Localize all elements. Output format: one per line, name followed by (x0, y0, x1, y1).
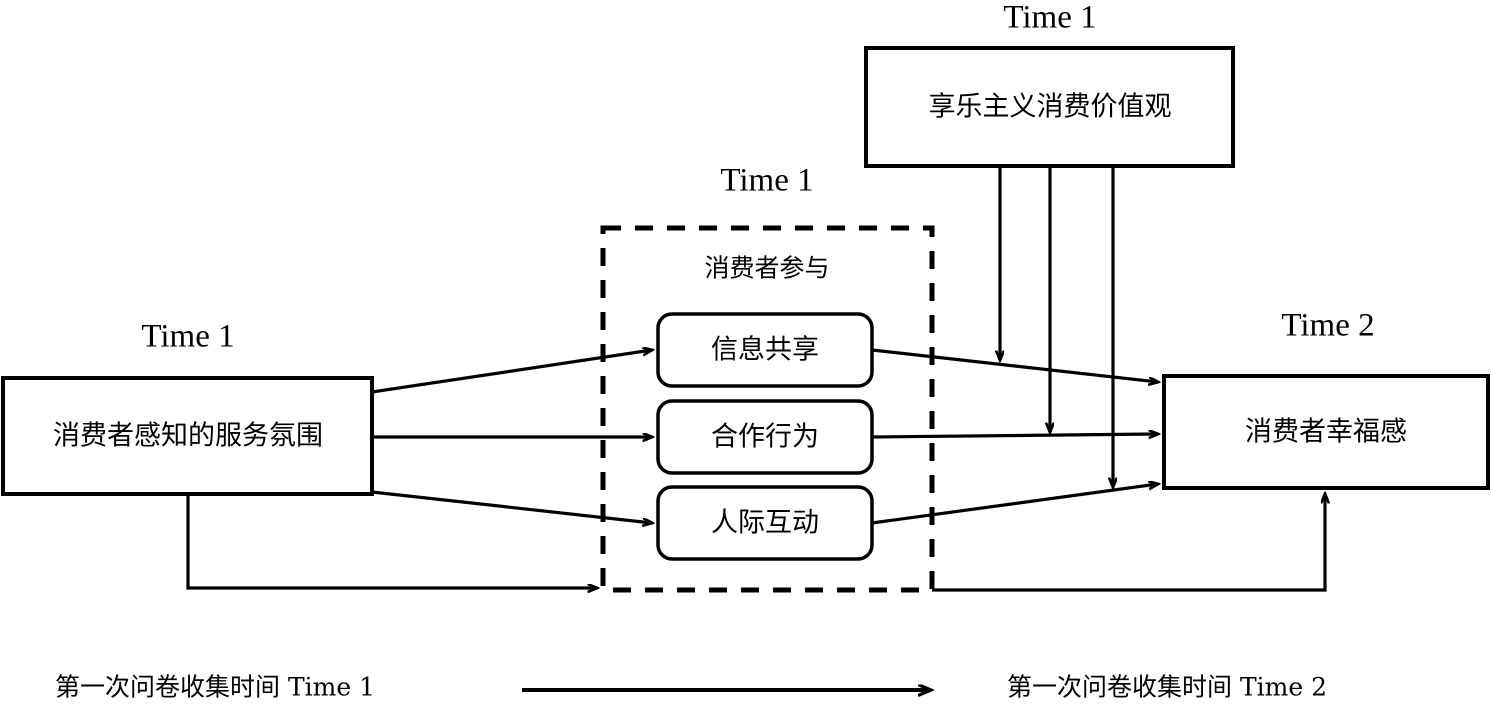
mediator-box-2-label: 合作行为 (711, 422, 819, 453)
mediator-group-dashed-box (600, 225, 935, 593)
outcome-box (1162, 374, 1490, 490)
mediator-group-label: 消费者参与 (704, 254, 829, 283)
legend-left-label: 第一次问卷收集时间 Time 1 (55, 673, 375, 702)
antecedent-time-label: Time 1 (141, 319, 234, 355)
moderator-box-label: 享乐主义消费价值观 (929, 92, 1172, 123)
moderator-time-label: Time 1 (1003, 0, 1096, 36)
antecedent-box (1, 376, 374, 496)
edge-group-to-outcome-bottom (932, 494, 1325, 592)
edge-mediator-2-to-outcome (871, 434, 1158, 437)
edge-mediator-3-to-outcome (871, 484, 1158, 525)
mediator-group-time-label: Time 1 (720, 163, 813, 199)
edge-antecedent-to-mediator-1 (371, 350, 652, 394)
mediator-box-1-label: 信息共享 (711, 335, 819, 366)
moderator-box (864, 46, 1235, 168)
outcome-time-label: Time 2 (1281, 308, 1374, 344)
legend-right-label: 第一次问卷收集时间 Time 2 (1007, 673, 1327, 702)
mediator-box-3-label: 人际互动 (711, 508, 819, 539)
edge-mediator-1-to-outcome (871, 348, 1158, 382)
outcome-box-label: 消费者幸福感 (1245, 417, 1407, 448)
antecedent-box-label: 消费者感知的服务氛围 (53, 421, 323, 452)
edge-antecedent-direct-bottom (186, 494, 597, 588)
edge-antecedent-to-mediator-3 (371, 490, 652, 523)
